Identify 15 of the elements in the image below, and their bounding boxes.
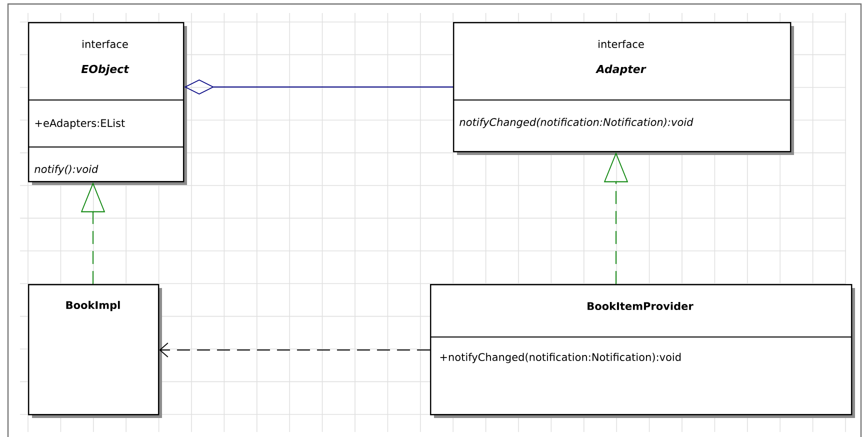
class-box [452,22,794,155]
operation-text: notifyChanged(notification:Notification):void [460,118,694,128]
operation-text: notify():void [34,164,98,176]
stereotype-label: interface [82,40,128,48]
operation-text: +notifyChanged(notification:Notification):void [440,352,681,364]
class-box [28,284,162,418]
arrow [159,342,430,358]
stereotype-label: interface [598,40,644,48]
class-name: Adapter [596,64,646,76]
class-name: BookImpl [66,300,120,312]
class-box [28,22,187,185]
attribute-text: +eAdapters:EList [35,118,125,130]
class-box [430,284,855,418]
class-name: EObject [81,64,130,76]
class-name: BookItemProvider [588,302,694,310]
